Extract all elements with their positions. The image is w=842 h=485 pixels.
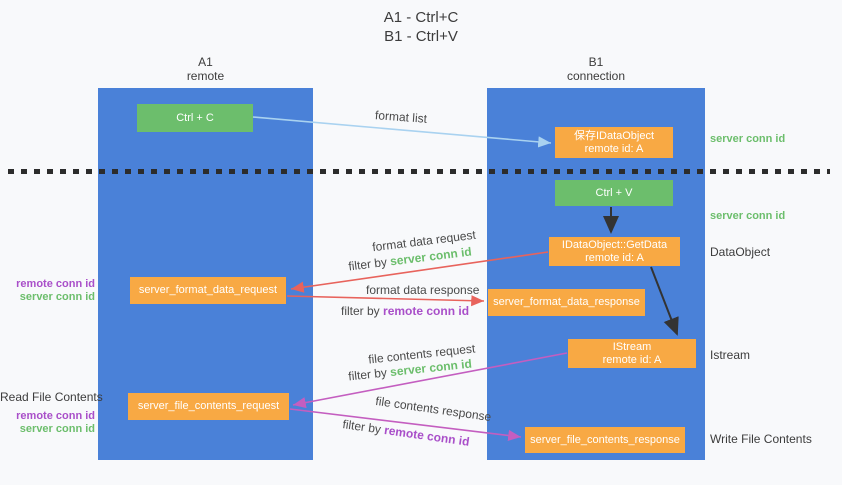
annotation-server-conn-id-file: server conn id [19,423,95,435]
node-file-request-label: server_file_contents_request [137,400,280,412]
diagram-title: A1 - Ctrl+C B1 - Ctrl+V [0,8,842,46]
node-ctrl-v: Ctrl + V [555,180,673,206]
title-line-b1: B1 - Ctrl+V [384,28,458,45]
node-server-format-data-response: server_format_data_response [488,289,645,316]
annotation-write-file-contents: Write File Contents [710,432,812,446]
column-header-b1: B1 connection [487,55,705,83]
column-a1-subtitle: remote [186,69,225,83]
node-format-response-label: server_format_data_response [493,296,640,308]
annotation-remote-conn-id-format: remote conn id [16,278,95,290]
node-ctrl-c: Ctrl + C [137,104,253,132]
node-istream-line2: remote id: A [602,353,662,366]
annotation-read-file-contents: Read File Contents [0,390,103,404]
node-save-idataobject-line2: remote id: A [584,142,644,155]
title-line-a1: A1 - Ctrl+C [383,9,459,26]
column-b1-subtitle: connection [566,69,626,83]
annotation-dataobject: DataObject [710,245,771,259]
phase-divider-dotted-line [8,169,830,174]
node-server-format-data-request: server_format_data_request [130,277,286,304]
column-b1-name: B1 [588,55,604,69]
annotation-remote-conn-id-file: remote conn id [16,410,95,422]
filter-by-text: filter by [347,365,388,384]
annotation-server-conn-id-top: server conn id [710,133,786,145]
node-file-response-label: server_file_contents_response [530,433,680,446]
column-header-a1: A1 remote [98,55,313,83]
node-save-idataobject-line1: 保存IDataObject [573,129,655,142]
filter-by-text: filter by [341,417,382,437]
node-save-idataobject: 保存IDataObject remote id: A [555,127,673,158]
filter-by-text: filter by [347,254,388,274]
node-ctrl-c-label: Ctrl + C [176,111,214,124]
column-a1-name: A1 [198,55,213,69]
node-getdata-line1: IDataObject::GetData [561,238,668,251]
node-server-file-contents-response: server_file_contents_response [525,427,685,453]
label-filter-by-remote-conn-id-file: filter by remote conn id [342,417,471,449]
node-server-file-contents-request: server_file_contents_request [128,393,289,420]
node-getdata-line2: remote id: A [585,251,644,264]
node-format-request-label: server_format_data_request [138,284,278,296]
label-format-data-response: format data response [366,283,480,297]
remote-conn-id-text: remote conn id [383,423,471,449]
label-format-list: format list [374,108,428,126]
node-idataobject-getdata: IDataObject::GetData remote id: A [549,237,680,266]
label-file-contents-response: file contents response [374,393,493,425]
annotation-server-conn-id-format: server conn id [19,291,95,303]
node-ctrl-v-label: Ctrl + V [595,186,633,199]
filter-by-text: filter by [341,304,380,318]
node-istream-line1: IStream [612,340,652,353]
annotation-server-conn-id-mid: server conn id [710,210,786,222]
annotation-istream: Istream [710,348,751,362]
label-filter-by-remote-conn-id-format: filter by remote conn id [341,304,469,318]
remote-conn-id-text: remote conn id [383,304,470,318]
node-istream: IStream remote id: A [568,339,696,368]
